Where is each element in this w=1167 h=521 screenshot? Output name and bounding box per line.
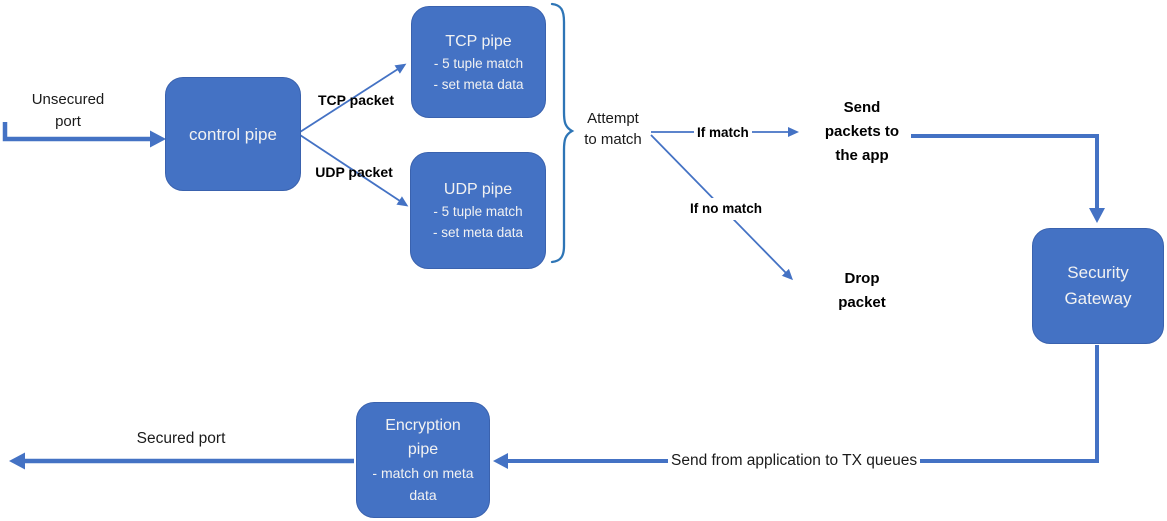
send-packets-to-gateway-arrow — [911, 134, 1105, 223]
tcp-pipe-detail: - set meta data — [433, 76, 524, 92]
udp-packet-label: UDP packet — [315, 164, 393, 180]
tcp-pipe-title: TCP pipe — [445, 32, 512, 50]
node-udp-pipe: UDP pipe - 5 tuple match - set meta data — [410, 152, 546, 269]
unsecured-port-arrow — [2, 122, 166, 148]
if-match-label: If match — [694, 122, 752, 144]
udp-pipe-title: UDP pipe — [443, 181, 513, 198]
tcp-pipe-detail: - 5 tuple match — [433, 55, 524, 71]
send-from-app-label: Send from application to TX queues — [668, 450, 921, 472]
node-encryption-pipe: Encryption pipe - match on meta data — [356, 402, 490, 518]
tcp-packet-label: TCP packet — [318, 92, 394, 108]
node-control-pipe: control pipe — [165, 77, 301, 191]
attempt-to-match-label: Attempt to match — [584, 110, 642, 148]
send-packets-label: Send packets to the app — [824, 99, 900, 164]
drop-packet-label: Drop packet — [838, 270, 886, 311]
control-to-udp-connector — [299, 134, 409, 207]
group-brace — [550, 2, 575, 264]
encryption-pipe-detail: - match on meta data — [372, 465, 474, 503]
security-gateway-title: Security Gateway — [1064, 263, 1132, 308]
encryption-pipe-title: Encryption pipe — [385, 417, 461, 458]
control-to-tcp-connector — [299, 63, 407, 133]
node-tcp-pipe: TCP pipe - 5 tuple match - set meta data — [411, 6, 546, 118]
if-no-match-label: If no match — [687, 198, 766, 220]
unsecured-port-label: Unsecured port — [31, 91, 105, 130]
secured-port-label: Secured port — [136, 430, 226, 447]
node-security-gateway: Security Gateway — [1032, 228, 1164, 344]
udp-pipe-detail: - set meta data — [432, 225, 524, 240]
udp-pipe-detail: - 5 tuple match — [433, 204, 523, 219]
control-pipe-title: control pipe — [189, 124, 277, 144]
gateway-to-encryption-arrow — [493, 345, 1099, 469]
